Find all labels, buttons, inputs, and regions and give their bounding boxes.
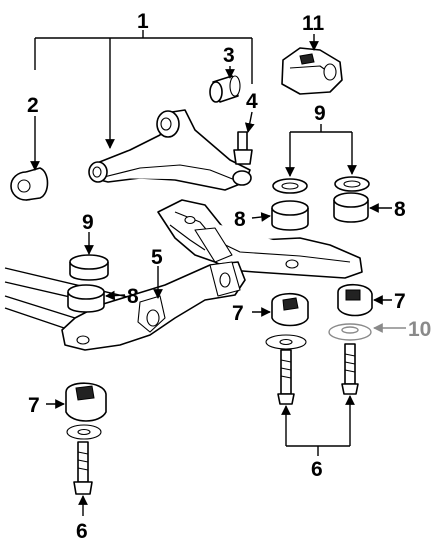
mount-assembly-left [65,382,107,495]
callout-3: 3 [223,44,235,67]
callout-6-right: 6 [311,458,323,481]
callout-9-left: 9 [82,211,94,234]
crossmember [61,199,363,351]
callout-4: 4 [246,90,258,113]
bushing [209,75,241,103]
control-arm-bushing [10,167,49,201]
callout-11: 11 [302,12,325,35]
mount-insulators-upper [272,176,370,194]
control-arm [88,109,252,191]
mount-cushions-right [271,192,369,231]
bracket [281,47,343,95]
callout-7-right-center: 7 [232,302,244,325]
callout-1: 1 [137,10,149,33]
callout-5: 5 [151,246,163,269]
callout-10: 10 [408,318,431,341]
mount-cushions-left [67,254,109,313]
mount-assembly-right [265,283,373,405]
callout-8-far-right: 8 [394,198,406,221]
callout-8-right-center: 8 [234,208,246,231]
leader-lines [30,30,406,516]
callout-6-left: 6 [76,520,88,543]
callout-7-left: 7 [28,394,40,417]
callout-8-left: 8 [127,285,139,308]
callout-labels: 1 2 3 4 5 6 6 7 7 7 8 8 8 9 9 10 11 [27,10,431,543]
callout-7-far-right: 7 [394,290,406,313]
callout-2: 2 [27,94,39,117]
ball-joint-stud [233,131,253,165]
callout-9-right: 9 [314,102,326,125]
